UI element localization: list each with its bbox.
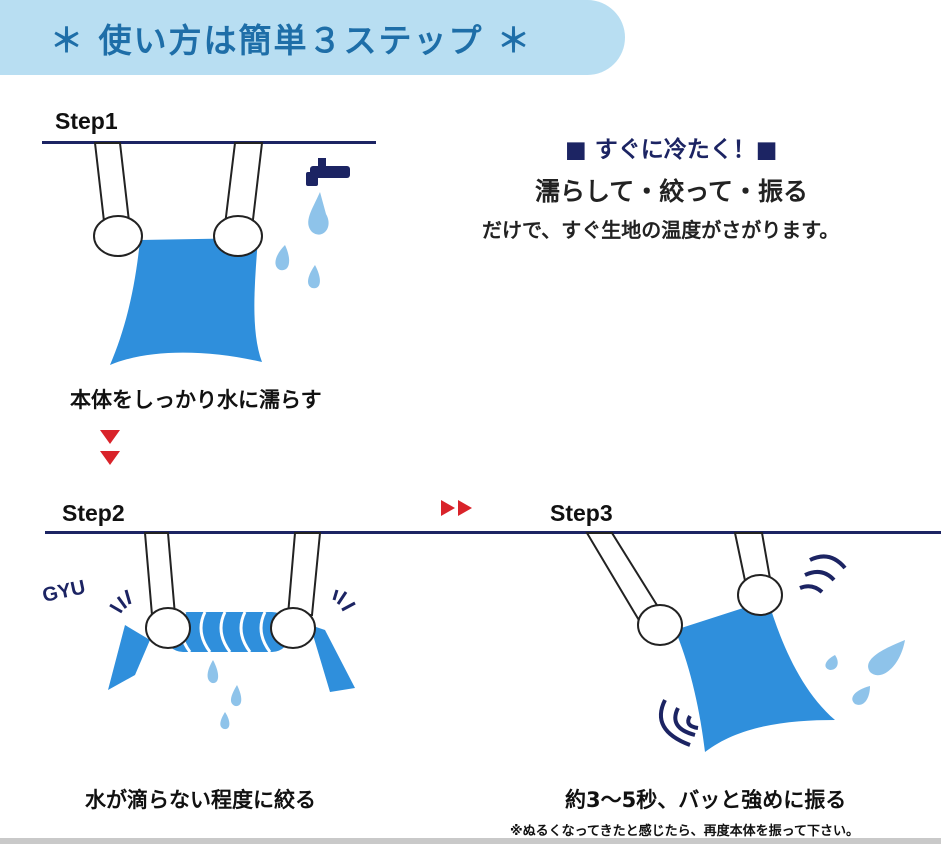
title-banner [0, 0, 625, 75]
step3-caption: 約3～5秒、バッと強めに振る [565, 788, 847, 812]
gyu-sound-text: GYU [40, 576, 87, 607]
towel-end-icon [108, 625, 150, 690]
towel-icon [110, 238, 262, 365]
hand-icon [93, 215, 143, 257]
step2-illustration: GYU [40, 532, 356, 730]
step2-3-divider [45, 531, 941, 534]
water-drops-icon [275, 192, 329, 289]
intro-subhead: 濡らして・絞って・振る [535, 177, 809, 206]
step2-caption: 水が滴らない程度に絞る [85, 788, 316, 812]
arrow-right-icon [441, 500, 455, 516]
step1-caption: 本体をしっかり水に濡らす [70, 388, 322, 412]
hand-icon [270, 607, 316, 649]
shake-waves-icon [659, 554, 847, 747]
step1-illustration [93, 142, 472, 516]
twisted-towel-icon [165, 612, 290, 652]
arrow-down-icon [100, 451, 120, 465]
step3-illustration [585, 532, 905, 752]
banner-title: ＊ 使い方は簡単３ステップ ＊ [50, 21, 532, 60]
arm-icon [223, 142, 264, 230]
intro-description: だけで、すぐ生地の温度がさがります。 [482, 218, 840, 242]
bottom-edge [0, 838, 941, 844]
water-drops-icon [825, 640, 905, 705]
towel-end-icon [310, 625, 355, 692]
faucet-icon [306, 158, 350, 186]
intro-headline: ■ すぐに冷たく！■ [565, 137, 778, 163]
hand-icon [213, 215, 263, 257]
step1-divider [42, 141, 376, 144]
water-drops-icon [207, 660, 242, 730]
hand-icon [737, 574, 783, 616]
towel-icon [675, 600, 835, 752]
arm-icon [143, 532, 177, 616]
step1-label: Step1 [55, 108, 118, 134]
hand-icon [145, 607, 191, 649]
arrow-down-icon [100, 430, 120, 444]
arm-icon [286, 532, 322, 616]
squeeze-lines-icon [109, 589, 356, 614]
step2-label: Step2 [62, 500, 125, 526]
step3-label: Step3 [550, 500, 613, 526]
arrow-right-icon [458, 500, 472, 516]
hand-icon [637, 604, 683, 646]
footnote: ※ぬるくなってきたと感じたら、再度本体を振って下さい。 [510, 824, 859, 839]
